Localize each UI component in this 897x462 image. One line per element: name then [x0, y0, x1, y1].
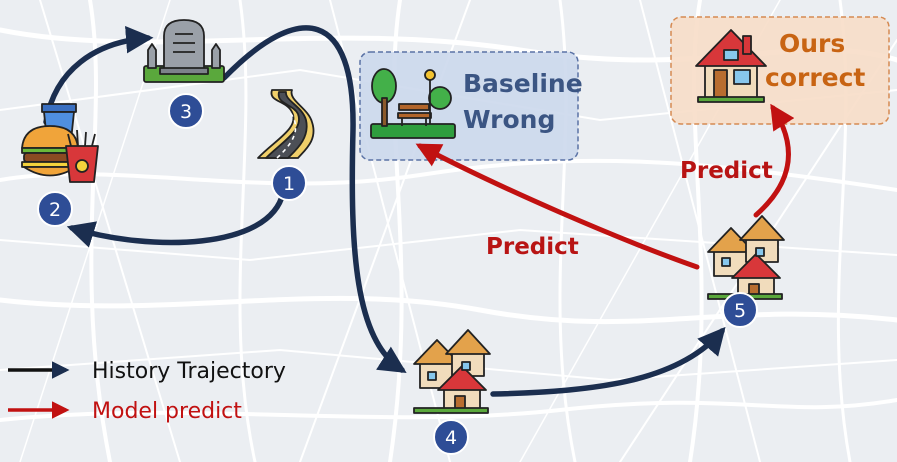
baseline-prediction-arrow [415, 143, 700, 270]
node-2-number: 2 [49, 199, 61, 221]
node-5: 5 [722, 292, 758, 328]
predict-label-right: Predict [680, 158, 773, 184]
node-2-marker [37, 191, 73, 227]
baseline-label-line1: Baseline [463, 69, 583, 98]
cemetery-icon [143, 19, 225, 83]
model-predictions [415, 103, 795, 270]
houses-icon [707, 215, 785, 300]
arrow-4-to-5 [490, 326, 726, 397]
node-1-marker [271, 165, 307, 201]
houses-icon [413, 329, 491, 414]
node-4-marker [433, 419, 469, 455]
legend-model-label: Model predict [92, 399, 242, 424]
ours-label-line1: Ours [779, 29, 845, 58]
predict-label-left: Predict [486, 234, 579, 260]
node-1-number: 1 [283, 173, 295, 195]
node-5-number: 5 [734, 300, 746, 322]
arrow-1-to-2 [66, 190, 286, 248]
node-1: 1 [271, 165, 307, 201]
node-2: 2 [37, 191, 73, 227]
fast-food-icon [21, 103, 99, 183]
node-3-marker [168, 93, 204, 129]
park-icon [370, 68, 456, 139]
legend: History Trajectory Model predict [8, 359, 286, 424]
node-3: 3 [168, 93, 204, 129]
ours-label-line2: correct [765, 63, 865, 92]
arrow-3-to-4 [221, 25, 407, 373]
road-icon [257, 89, 315, 159]
house-icon [695, 29, 767, 103]
node-3-number: 3 [180, 101, 192, 123]
node-4-number: 4 [445, 427, 457, 449]
node-5-marker [722, 292, 758, 328]
node-4: 4 [433, 419, 469, 455]
baseline-label-line2: Wrong [463, 105, 555, 134]
ours-prediction-arrow [753, 103, 795, 218]
legend-history-label: History Trajectory [92, 359, 286, 384]
